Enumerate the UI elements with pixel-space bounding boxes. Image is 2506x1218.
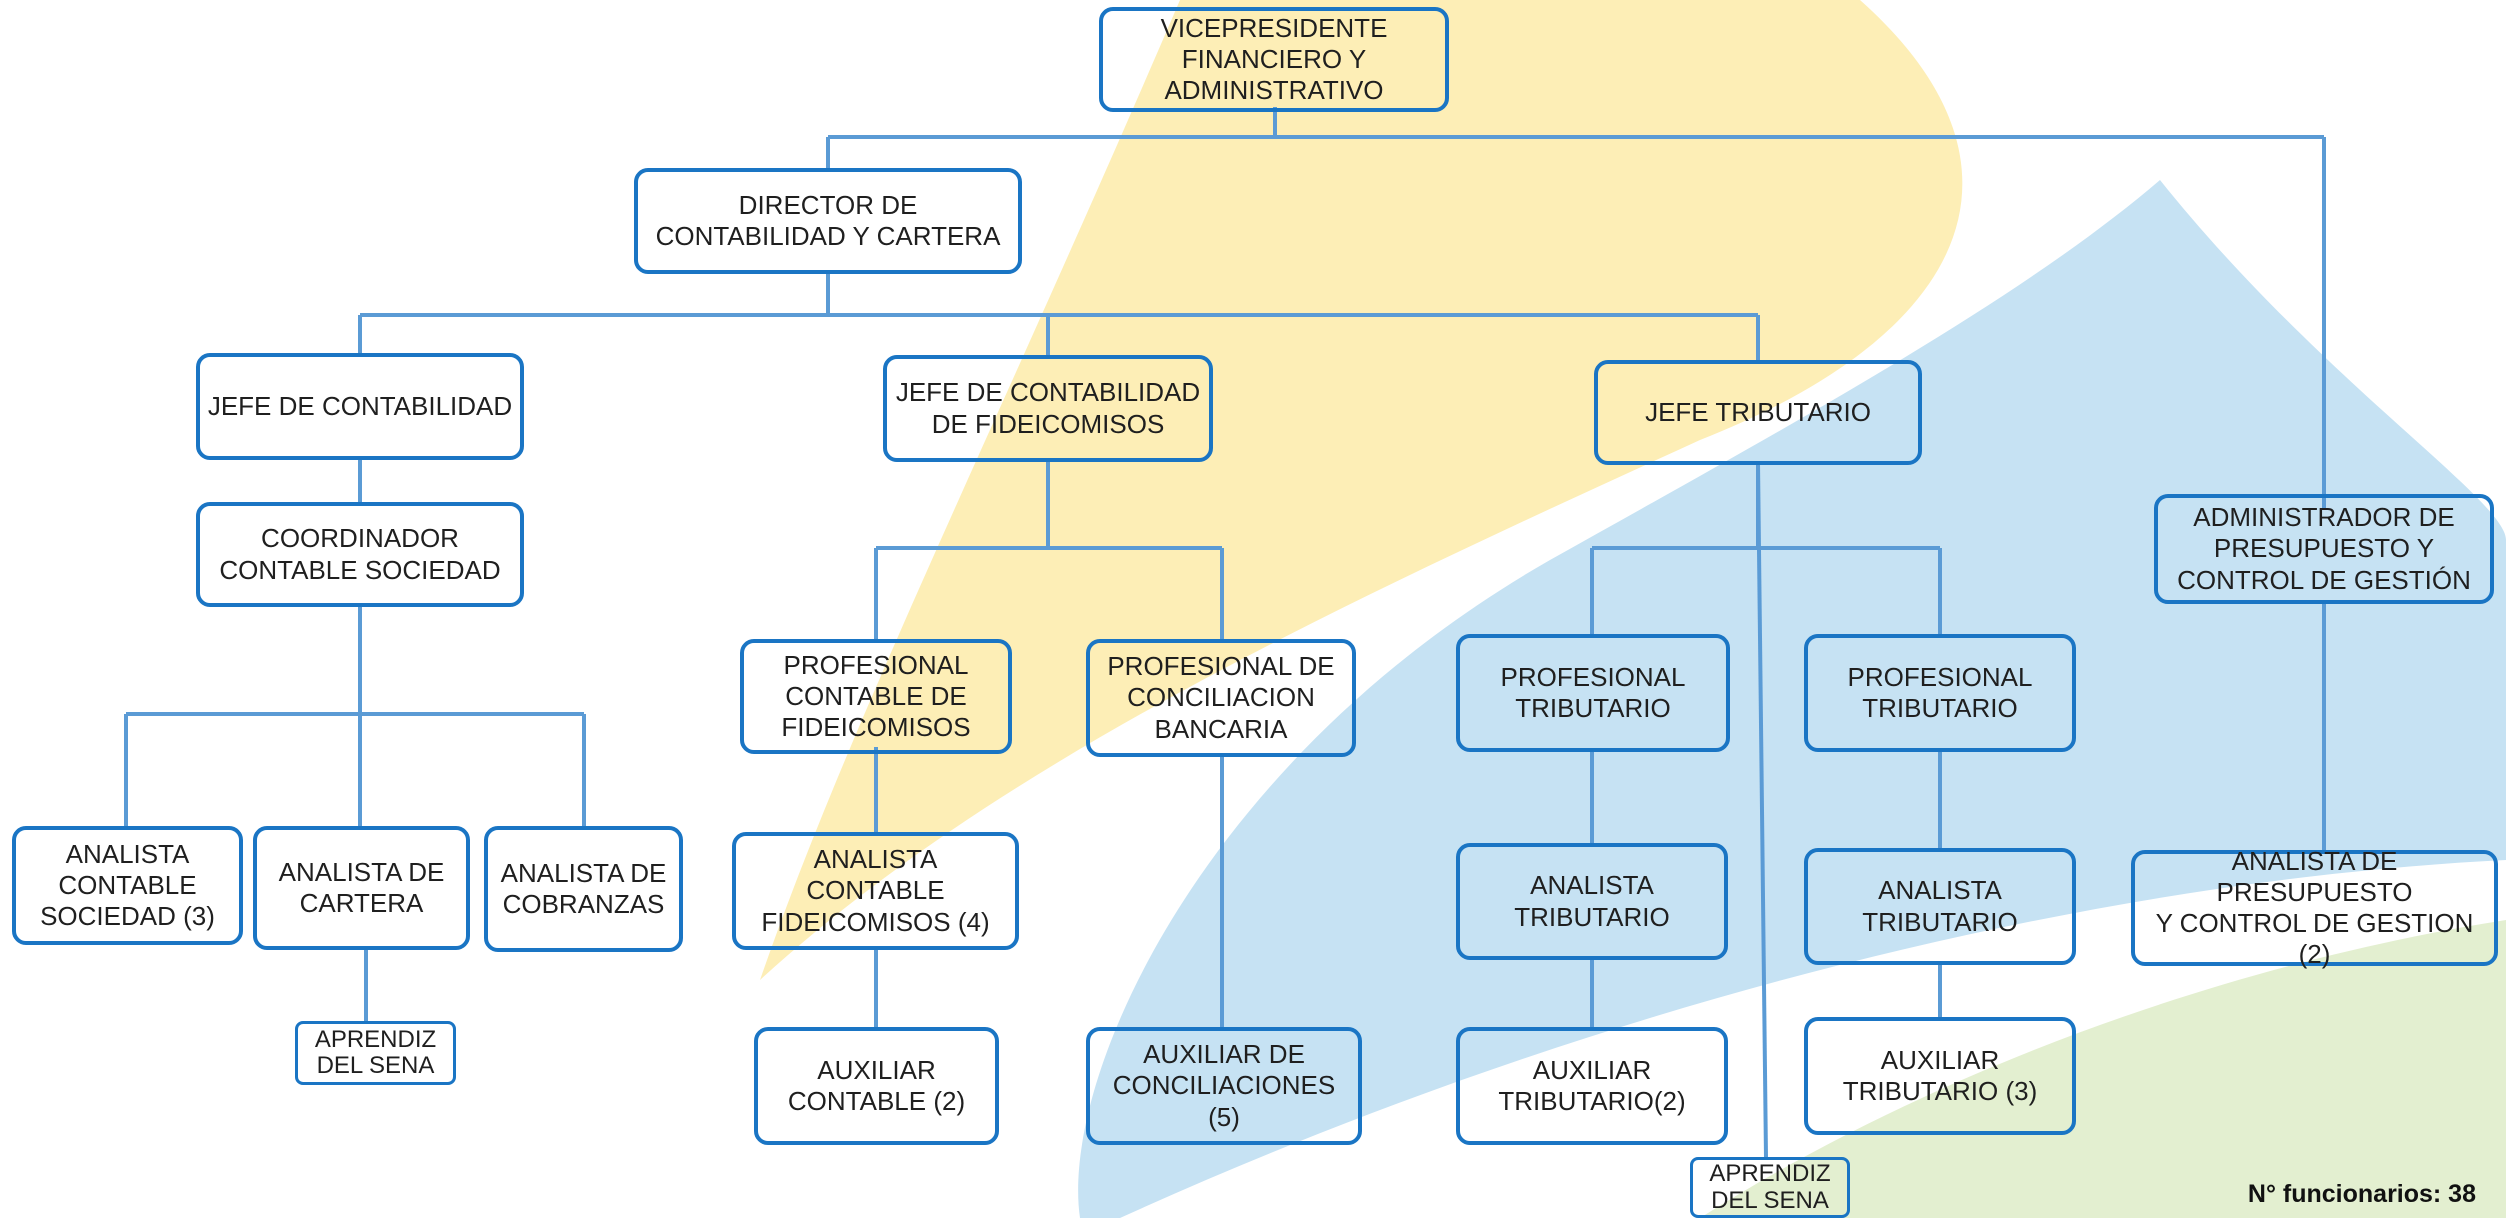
blue-swoosh [1078, 180, 2506, 1218]
connector-vicepresidente-children [826, 107, 2326, 508]
node-aprendiz-sena-1: APRENDIZ DEL SENA [295, 1021, 456, 1085]
node-auxiliar-tributario-1: AUXILIAR TRIBUTARIO(2) [1456, 1027, 1728, 1145]
connector-coordinador-analistas [124, 605, 586, 827]
node-analista-tributario-2: ANALISTA TRIBUTARIO [1804, 848, 2076, 965]
node-auxiliar-contable: AUXILIAR CONTABLE (2) [754, 1027, 999, 1145]
node-auxiliar-tributario-2: AUXILIAR TRIBUTARIO (3) [1804, 1017, 2076, 1135]
connector-director-children [358, 272, 1760, 362]
node-analista-cartera: ANALISTA DE CARTERA [253, 826, 470, 950]
node-director-contabilidad-cartera: DIRECTOR DE CONTABILIDAD Y CARTERA [634, 168, 1022, 274]
node-analista-presupuesto: ANALISTA DE PRESUPUESTO Y CONTROL DE GES… [2131, 846, 2498, 969]
connector-tributario-aprendiz [1756, 462, 1768, 1159]
node-jefe-contabilidad-fideicomisos: JEFE DE CONTABILIDAD DE FIDEICOMISOS [883, 355, 1213, 462]
node-profesional-tributario-2: PROFESIONAL TRIBUTARIO [1804, 634, 2076, 752]
node-analista-tributario-1: ANALISTA TRIBUTARIO [1456, 843, 1728, 960]
staff-count: N° funcionarios: 38 [2247, 1180, 2476, 1208]
node-auxiliar-conciliaciones: AUXILIAR DE CONCILIACIONES (5) [1086, 1027, 1362, 1145]
green-swoosh [1700, 920, 2506, 1218]
node-jefe-tributario: JEFE TRIBUTARIO [1594, 360, 1922, 465]
node-profesional-tributario-1: PROFESIONAL TRIBUTARIO [1456, 634, 1730, 752]
connector-fideicomisos-profesionales [874, 460, 1224, 641]
node-profesional-conciliacion-bancaria: PROFESIONAL DE CONCILIACION BANCARIA [1086, 639, 1356, 757]
connector-tributario-profesionales [1590, 463, 1942, 636]
node-coordinador-contable-sociedad: COORDINADOR CONTABLE SOCIEDAD [196, 502, 524, 607]
node-analista-contable-sociedad: ANALISTA CONTABLE SOCIEDAD (3) [12, 826, 243, 945]
yellow-swoosh [760, 0, 1963, 980]
node-administrador-presupuesto: ADMINISTRADOR DE PRESUPUESTO Y CONTROL D… [2154, 494, 2494, 604]
node-vicepresidente: VICEPRESIDENTE FINANCIERO Y ADMINISTRATI… [1099, 7, 1449, 112]
node-aprendiz-sena-2: APRENDIZ DEL SENA [1690, 1157, 1850, 1218]
node-profesional-contable-fideicomisos: PROFESIONAL CONTABLE DE FIDEICOMISOS [740, 639, 1012, 754]
node-analista-contable-fideicomisos: ANALISTA CONTABLE FIDEICOMISOS (4) [732, 832, 1019, 950]
node-jefe-contabilidad: JEFE DE CONTABILIDAD [196, 353, 524, 460]
node-analista-cobranzas: ANALISTA DE COBRANZAS [484, 826, 683, 952]
